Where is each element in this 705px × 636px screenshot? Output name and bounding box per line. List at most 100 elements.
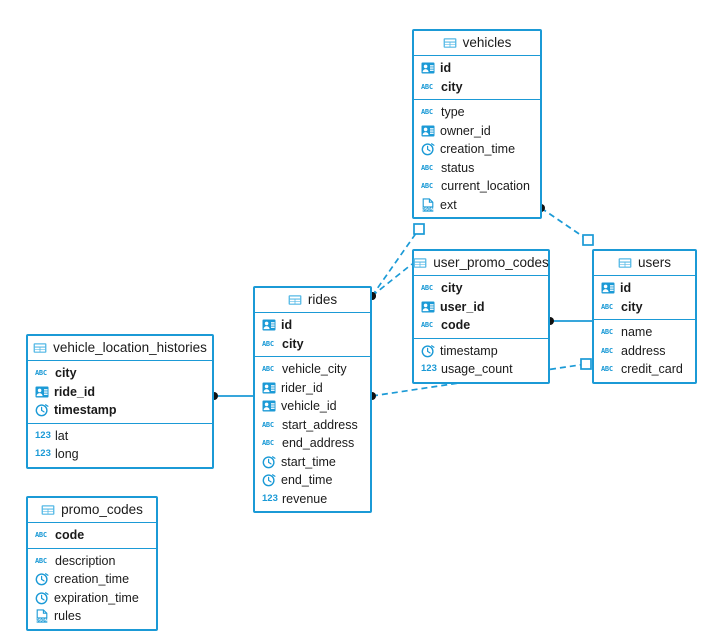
field-label: expiration_time [54, 590, 139, 605]
json-document-icon: JSON [421, 198, 435, 212]
field-label: creation_time [54, 572, 130, 586]
field-label: id [620, 281, 632, 295]
table-grid-icon [288, 293, 302, 307]
entity-header-promo_codes[interactable]: promo_codes [28, 498, 156, 523]
field-id[interactable]: id [594, 279, 695, 298]
field-user_id[interactable]: user_id [414, 298, 548, 317]
field-label: city [55, 366, 77, 380]
relationship-vehicles-to-users[interactable] [537, 204, 594, 246]
field-label: owner_id [440, 123, 491, 138]
field-label: city [282, 336, 304, 351]
table-grid-icon [33, 341, 47, 355]
field-id[interactable]: id [255, 316, 370, 335]
table-grid-icon [618, 256, 632, 270]
abc-text-icon: ABC [35, 556, 47, 565]
entity-title: vehicles [462, 35, 512, 51]
abc-text-icon: ABC [421, 163, 433, 172]
field-city[interactable]: ABC city [594, 298, 695, 317]
clock-icon [262, 455, 276, 469]
field-id[interactable]: id [414, 59, 540, 78]
id-card-key-icon [262, 399, 276, 413]
field-label: credit_card [621, 362, 683, 376]
json-document-icon: JSON [35, 609, 49, 623]
clock-icon [421, 344, 435, 358]
field-vehicle_id[interactable]: vehicle_id [255, 397, 370, 416]
field-owner_id[interactable]: owner_id [414, 122, 540, 141]
field-label: id [440, 61, 452, 75]
entity-title: promo_codes [61, 502, 143, 518]
field-rules[interactable]: JSON rules [28, 607, 156, 626]
entity-header-vehicle_location_histories[interactable]: vehicle_location_histories [28, 336, 212, 361]
relationship-user-promo-codes-to-users[interactable] [546, 317, 592, 325]
field-label: rules [54, 609, 82, 623]
relationship-square-marker [580, 358, 592, 370]
field-creation_time[interactable]: creation_time [28, 570, 156, 589]
abc-text-icon: ABC [601, 346, 613, 355]
entity-header-vehicles[interactable]: vehicles [414, 31, 540, 56]
id-card-key-icon [421, 124, 435, 138]
field-timestamp[interactable]: timestamp [28, 401, 212, 420]
entity-title: rides [307, 292, 338, 308]
field-start_time[interactable]: start_time [255, 453, 370, 472]
field-expiration_time[interactable]: expiration_time [28, 589, 156, 608]
field-usage_count[interactable]: 123 usage_count [414, 360, 548, 379]
field-label: city [621, 299, 643, 314]
field-rider_id[interactable]: rider_id [255, 379, 370, 398]
entity-header-rides[interactable]: rides [255, 288, 370, 313]
id-card-key-icon [35, 385, 49, 399]
field-timestamp[interactable]: timestamp [414, 342, 548, 361]
field-label: usage_count [441, 362, 513, 376]
field-end_time[interactable]: end_time [255, 471, 370, 490]
table-grid-icon [41, 503, 55, 517]
field-creation_time[interactable]: creation_time [414, 140, 540, 159]
field-label: timestamp [440, 343, 498, 358]
relationship-vehicle-location-histories-to-rides[interactable] [210, 392, 253, 400]
abc-text-icon: ABC [601, 328, 613, 337]
field-label: city [441, 79, 463, 94]
entity-header-user_promo_codes[interactable]: user_promo_codes [413, 251, 549, 276]
123-number-icon: 123 [421, 363, 437, 375]
entity-title: users [637, 255, 671, 271]
field-label: revenue [282, 491, 328, 506]
field-label: code [441, 318, 471, 332]
entity-header-users[interactable]: users [594, 251, 695, 276]
abc-text-icon: ABC [601, 302, 613, 311]
field-label: city [441, 281, 463, 295]
field-city[interactable]: ABC city [28, 364, 212, 383]
entity-title: vehicle_location_histories [53, 340, 207, 356]
field-label: long [55, 447, 79, 461]
field-ride_id[interactable]: ride_id [28, 383, 212, 402]
abc-text-icon: ABC [35, 369, 47, 378]
